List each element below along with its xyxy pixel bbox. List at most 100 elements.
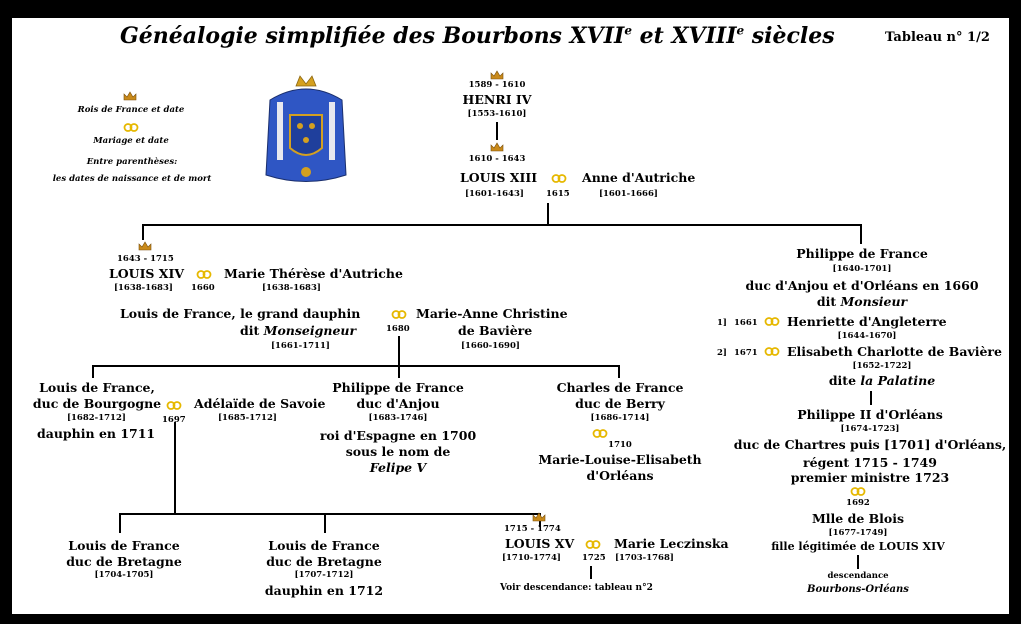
connector: [142, 224, 144, 240]
coat-of-arms-icon: [265, 75, 347, 182]
crown-icon: [490, 142, 504, 152]
crown-icon: [490, 70, 504, 80]
connector: [870, 391, 872, 405]
orleans-descendance: descendance: [827, 571, 889, 581]
louis13-marriage-year: 1615: [546, 189, 570, 199]
berry-title: duc de Berry: [575, 396, 665, 411]
wedding-rings-icon: [551, 174, 567, 183]
philippe2-dates: [1674-1723]: [840, 424, 900, 434]
philippe-spouse2-dite: dite la Palatine: [828, 373, 936, 388]
berry-dates: [1686-1714]: [590, 413, 650, 423]
legend-parentheses-1: Entre parenthèses:: [86, 157, 178, 167]
berry-marriage-year: 1710: [608, 440, 632, 450]
louis15-marriage-year: 1725: [582, 553, 606, 563]
philippe-spouse1-dates: [1644-1670]: [837, 331, 897, 341]
wedding-rings-icon: [764, 347, 780, 356]
louis15-reign: 1715 - 1774: [504, 524, 561, 534]
henri4-name: HENRI IV: [462, 92, 532, 107]
anjou-name-as: sous le nom de: [345, 444, 451, 459]
bourgogne-name: Louis de France,: [39, 380, 155, 395]
connector: [860, 224, 862, 244]
connector: [92, 365, 94, 378]
louis13-spouse: Anne d'Autriche: [582, 170, 696, 185]
dauphin-spouse-dates: [1660-1690]: [461, 341, 520, 351]
wedding-rings-icon: [123, 123, 139, 132]
henri4-reign: 1589 - 1610: [468, 80, 526, 90]
louis13-dates: [1601-1643]: [465, 189, 524, 199]
bretagne2-dauphin: dauphin en 1712: [264, 583, 384, 598]
dauphin-spouse-1: Marie-Anne Christine: [416, 306, 568, 321]
bretagne2-dates: [1707-1712]: [294, 570, 354, 580]
wedding-rings-icon: [764, 317, 780, 326]
wedding-rings-icon: [196, 270, 212, 279]
philippe2-spouse-note: fille légitimée de LOUIS XIV: [771, 540, 945, 553]
philippe-spouse1: Henriette d'Angleterre: [787, 314, 947, 329]
philippe2-name: Philippe II d'Orléans: [797, 407, 943, 422]
philippe-name: Philippe de France: [796, 246, 928, 261]
philippe-marriage1-num: 1]: [717, 318, 727, 328]
anjou-title: duc d'Anjou: [356, 396, 440, 411]
wedding-rings-icon: [592, 429, 608, 438]
louis14-name: LOUIS XIV: [109, 266, 185, 281]
legend-marriage: Mariage et date: [93, 136, 169, 146]
philippe-dit: dit Monsieur: [816, 294, 908, 309]
connector: [496, 122, 498, 140]
louis13-name: LOUIS XIII: [460, 170, 538, 185]
bretagne1-title: duc de Bretagne: [66, 554, 182, 569]
connector: [324, 513, 326, 533]
connector: [142, 224, 862, 226]
louis13-reign: 1610 - 1643: [468, 154, 526, 164]
table-number: Tableau n° 1/2: [885, 30, 990, 45]
berry-name: Charles de France: [556, 380, 684, 395]
louis14-spouse-dates: [1638-1683]: [262, 283, 321, 293]
berry-spouse-1: Marie-Louise-Elisabeth: [538, 452, 702, 467]
dauphin-marriage-year: 1680: [386, 324, 410, 334]
connector: [174, 422, 176, 514]
dauphin-spouse-2: de Bavière: [458, 323, 533, 338]
anjou-name: Philippe de France: [332, 380, 464, 395]
connector: [119, 513, 541, 515]
dauphin-title: dit Monseigneur: [240, 323, 357, 338]
bretagne2-name: Louis de France: [268, 538, 380, 553]
crown-icon: [532, 512, 546, 522]
henri4-dates: [1553-1610]: [467, 109, 527, 119]
philippe2-title: duc de Chartres puis [1701] d'Orléans,: [733, 437, 1007, 452]
anjou-felipe: Felipe V: [369, 460, 427, 475]
philippe-title: duc d'Anjou et d'Orléans en 1660: [745, 278, 979, 293]
philippe-spouse2-dates: [1652-1722]: [852, 361, 912, 371]
orleans-branch: Bourbons-Orléans: [807, 584, 909, 595]
dauphin-dates: [1661-1711]: [271, 341, 330, 351]
louis15-name: LOUIS XV: [505, 536, 575, 551]
connector: [547, 203, 549, 225]
louis14-spouse: Marie Thérèse d'Autriche: [224, 266, 403, 281]
bourgogne-title: duc de Bourgogne: [32, 396, 162, 411]
philippe-marriage1-year: 1661: [734, 318, 758, 328]
philippe-marriage2-year: 1671: [734, 348, 758, 358]
bretagne1-dates: [1704-1705]: [94, 570, 154, 580]
bourgogne-dates: [1682-1712]: [67, 413, 126, 423]
wedding-rings-icon: [850, 487, 866, 496]
anjou-spain: roi d'Espagne en 1700: [319, 428, 477, 443]
crown-icon: [123, 91, 137, 101]
philippe2-minister: premier ministre 1723: [790, 470, 950, 485]
philippe2-marriage-year: 1692: [846, 498, 870, 508]
crown-icon: [138, 241, 152, 251]
bourgogne-spouse: Adélaïde de Savoie: [194, 396, 326, 411]
anjou-dates: [1683-1746]: [368, 413, 428, 423]
louis15-spouse-dates: [1703-1768]: [615, 553, 674, 563]
louis13-spouse-dates: [1601-1666]: [599, 189, 658, 199]
connector: [398, 336, 400, 366]
philippe-dates: [1640-1701]: [832, 264, 892, 274]
legend-parentheses-2: les dates de naissance et de mort: [52, 174, 212, 184]
philippe2-regent: régent 1715 - 1749: [803, 455, 937, 470]
bretagne1-name: Louis de France: [68, 538, 180, 553]
genealogy-panel: Généalogie simplifiée des Bourbons XVIIe…: [12, 18, 1009, 614]
connector: [618, 365, 620, 378]
louis14-reign: 1643 - 1715: [117, 254, 174, 264]
louis14-marriage-year: 1660: [191, 283, 215, 293]
connector: [119, 513, 121, 533]
bourgogne-spouse-dates: [1685-1712]: [218, 413, 277, 423]
louis15-dates: [1710-1774]: [502, 553, 561, 563]
connector: [92, 365, 620, 367]
philippe2-spouse-dates: [1677-1749]: [828, 528, 888, 538]
